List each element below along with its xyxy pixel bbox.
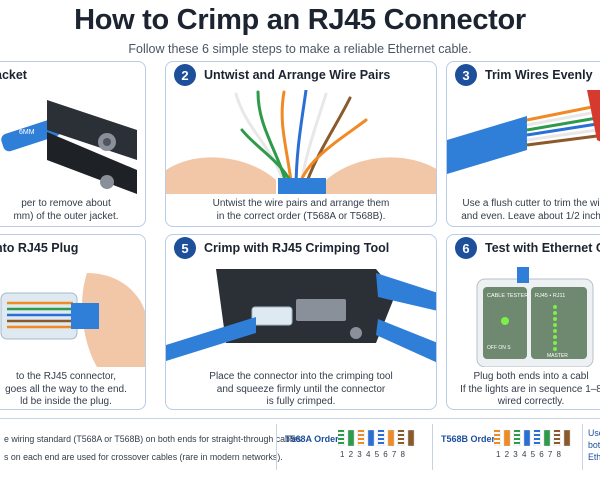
wire-stripe <box>514 434 520 436</box>
wire-stripe <box>398 434 404 436</box>
wire-stripe <box>338 442 344 444</box>
wire-stripe <box>398 430 404 432</box>
wire-swatch <box>387 430 395 446</box>
wire-stripe <box>398 438 404 440</box>
tester-label-left: CABLE TESTER <box>487 293 528 299</box>
wire-swatch <box>407 430 415 446</box>
step-illustration-trim-wires <box>447 90 600 194</box>
wire-stripe <box>494 442 500 444</box>
wire-stripe <box>534 434 540 436</box>
step-description: Plug both ends into a cabl If the lights… <box>460 371 600 407</box>
side-note-line: both <box>588 440 600 450</box>
wire-stripe <box>534 442 540 444</box>
page-title: How to Crimp an RJ45 Connector <box>74 4 526 36</box>
t568b-order-label: T568B Order: <box>441 434 499 444</box>
wire-stripe <box>358 434 364 436</box>
wire-stripe <box>338 430 344 432</box>
step-number-badge: 6 <box>455 237 477 259</box>
wire-swatch <box>367 430 375 446</box>
step-title: Untwist and Arrange Wire Pairs <box>204 68 391 82</box>
side-note-line: Use <box>588 428 600 438</box>
step-number-badge: 2 <box>174 64 196 86</box>
side-note-line: Ethe <box>588 452 600 462</box>
t568b-wire-swatches <box>494 430 571 446</box>
wire-stripe <box>534 430 540 432</box>
t568a-order-label: T568A Order: <box>285 434 342 444</box>
wire-stripe <box>494 434 500 436</box>
step-description: Untwist the wire pairs and arrange them … <box>212 198 390 222</box>
wire-stripe <box>378 434 384 436</box>
step-card-2: 2 Untwist and Arrange Wire Pairs Untwist… <box>165 61 437 227</box>
t568a-pin-numbers: 12345678 <box>340 450 410 459</box>
wire-stripe <box>338 438 344 440</box>
wire-stripe <box>554 430 560 432</box>
wire-stripe <box>534 438 540 440</box>
wire-stripe <box>494 430 500 432</box>
tester-off-on: OFF ON S <box>487 345 511 351</box>
step-illustration-crimp-tool <box>166 263 436 367</box>
wire-swatch <box>523 430 531 446</box>
wire-swatch <box>347 430 355 446</box>
step-illustration-strip-jacket: 6MM 12MM <box>0 90 145 194</box>
step-title: Trim Wires Evenly <box>485 68 593 82</box>
footer-notes: e wiring standard (T568A or T568B) on bo… <box>0 418 600 480</box>
wire-swatch <box>563 430 571 446</box>
step-description: per to remove about mm) of the outer jac… <box>13 198 119 222</box>
wire-stripe <box>378 430 384 432</box>
step-card-6: 6 Test with Ethernet Cab CABLE TESTER RJ… <box>446 234 600 410</box>
step-title: acket <box>0 68 27 82</box>
step-title: Crimp with RJ45 Crimping Tool <box>204 241 390 255</box>
t568b-pin-numbers: 12345678 <box>496 450 566 459</box>
step-illustration-wire-pairs <box>166 88 436 194</box>
footer-note-crossover: s on each end are used for crossover cab… <box>4 452 283 462</box>
step-number-badge: 5 <box>174 237 196 259</box>
wire-stripe <box>378 442 384 444</box>
step-description: to the RJ45 connector, goes all the way … <box>5 371 127 407</box>
tool-label-12mm: 12MM <box>23 165 43 172</box>
wire-stripe <box>554 434 560 436</box>
wire-swatch <box>503 430 511 446</box>
step-card-4: nto RJ45 Plug to the RJ45 connector, goe… <box>0 234 146 410</box>
wire-stripe <box>554 442 560 444</box>
step-illustration-cable-tester: CABLE TESTER RJ45 • RJ11 OFF ON S MASTER <box>447 263 600 368</box>
step-illustration-insert-plug <box>0 263 145 367</box>
wire-stripe <box>494 438 500 440</box>
wire-stripe <box>514 438 520 440</box>
wire-stripe <box>514 430 520 432</box>
footer-note-straight-through: e wiring standard (T568A or T568B) on bo… <box>4 434 304 444</box>
wire-stripe <box>378 438 384 440</box>
step-description: Use a flush cutter to trim the wi and ev… <box>461 198 600 222</box>
step-card-1: acket 6MM 12MM per to remove about mm) o… <box>0 61 146 227</box>
step-description: Place the connector into the crimping to… <box>209 371 393 407</box>
tester-label-right: RJ45 • RJ11 <box>535 293 565 299</box>
wire-stripe <box>358 438 364 440</box>
tool-label-6mm: 6MM <box>19 129 35 136</box>
t568a-wire-swatches <box>338 430 415 446</box>
wire-stripe <box>398 442 404 444</box>
wire-stripe <box>338 434 344 436</box>
step-card-5: 5 Crimp with RJ45 Crimping Tool Place th… <box>165 234 437 410</box>
wire-stripe <box>358 442 364 444</box>
tester-master: MASTER <box>547 353 568 359</box>
wire-stripe <box>358 430 364 432</box>
wire-stripe <box>554 438 560 440</box>
wire-swatch <box>543 430 551 446</box>
wire-stripe <box>514 442 520 444</box>
page-subtitle: Follow these 6 simple steps to make a re… <box>128 42 472 56</box>
step-title: Test with Ethernet Cab <box>485 241 600 255</box>
step-title: nto RJ45 Plug <box>0 241 79 255</box>
step-number-badge: 3 <box>455 64 477 86</box>
step-card-3: 3 Trim Wires Evenly Use a flush cutter t… <box>446 61 600 227</box>
